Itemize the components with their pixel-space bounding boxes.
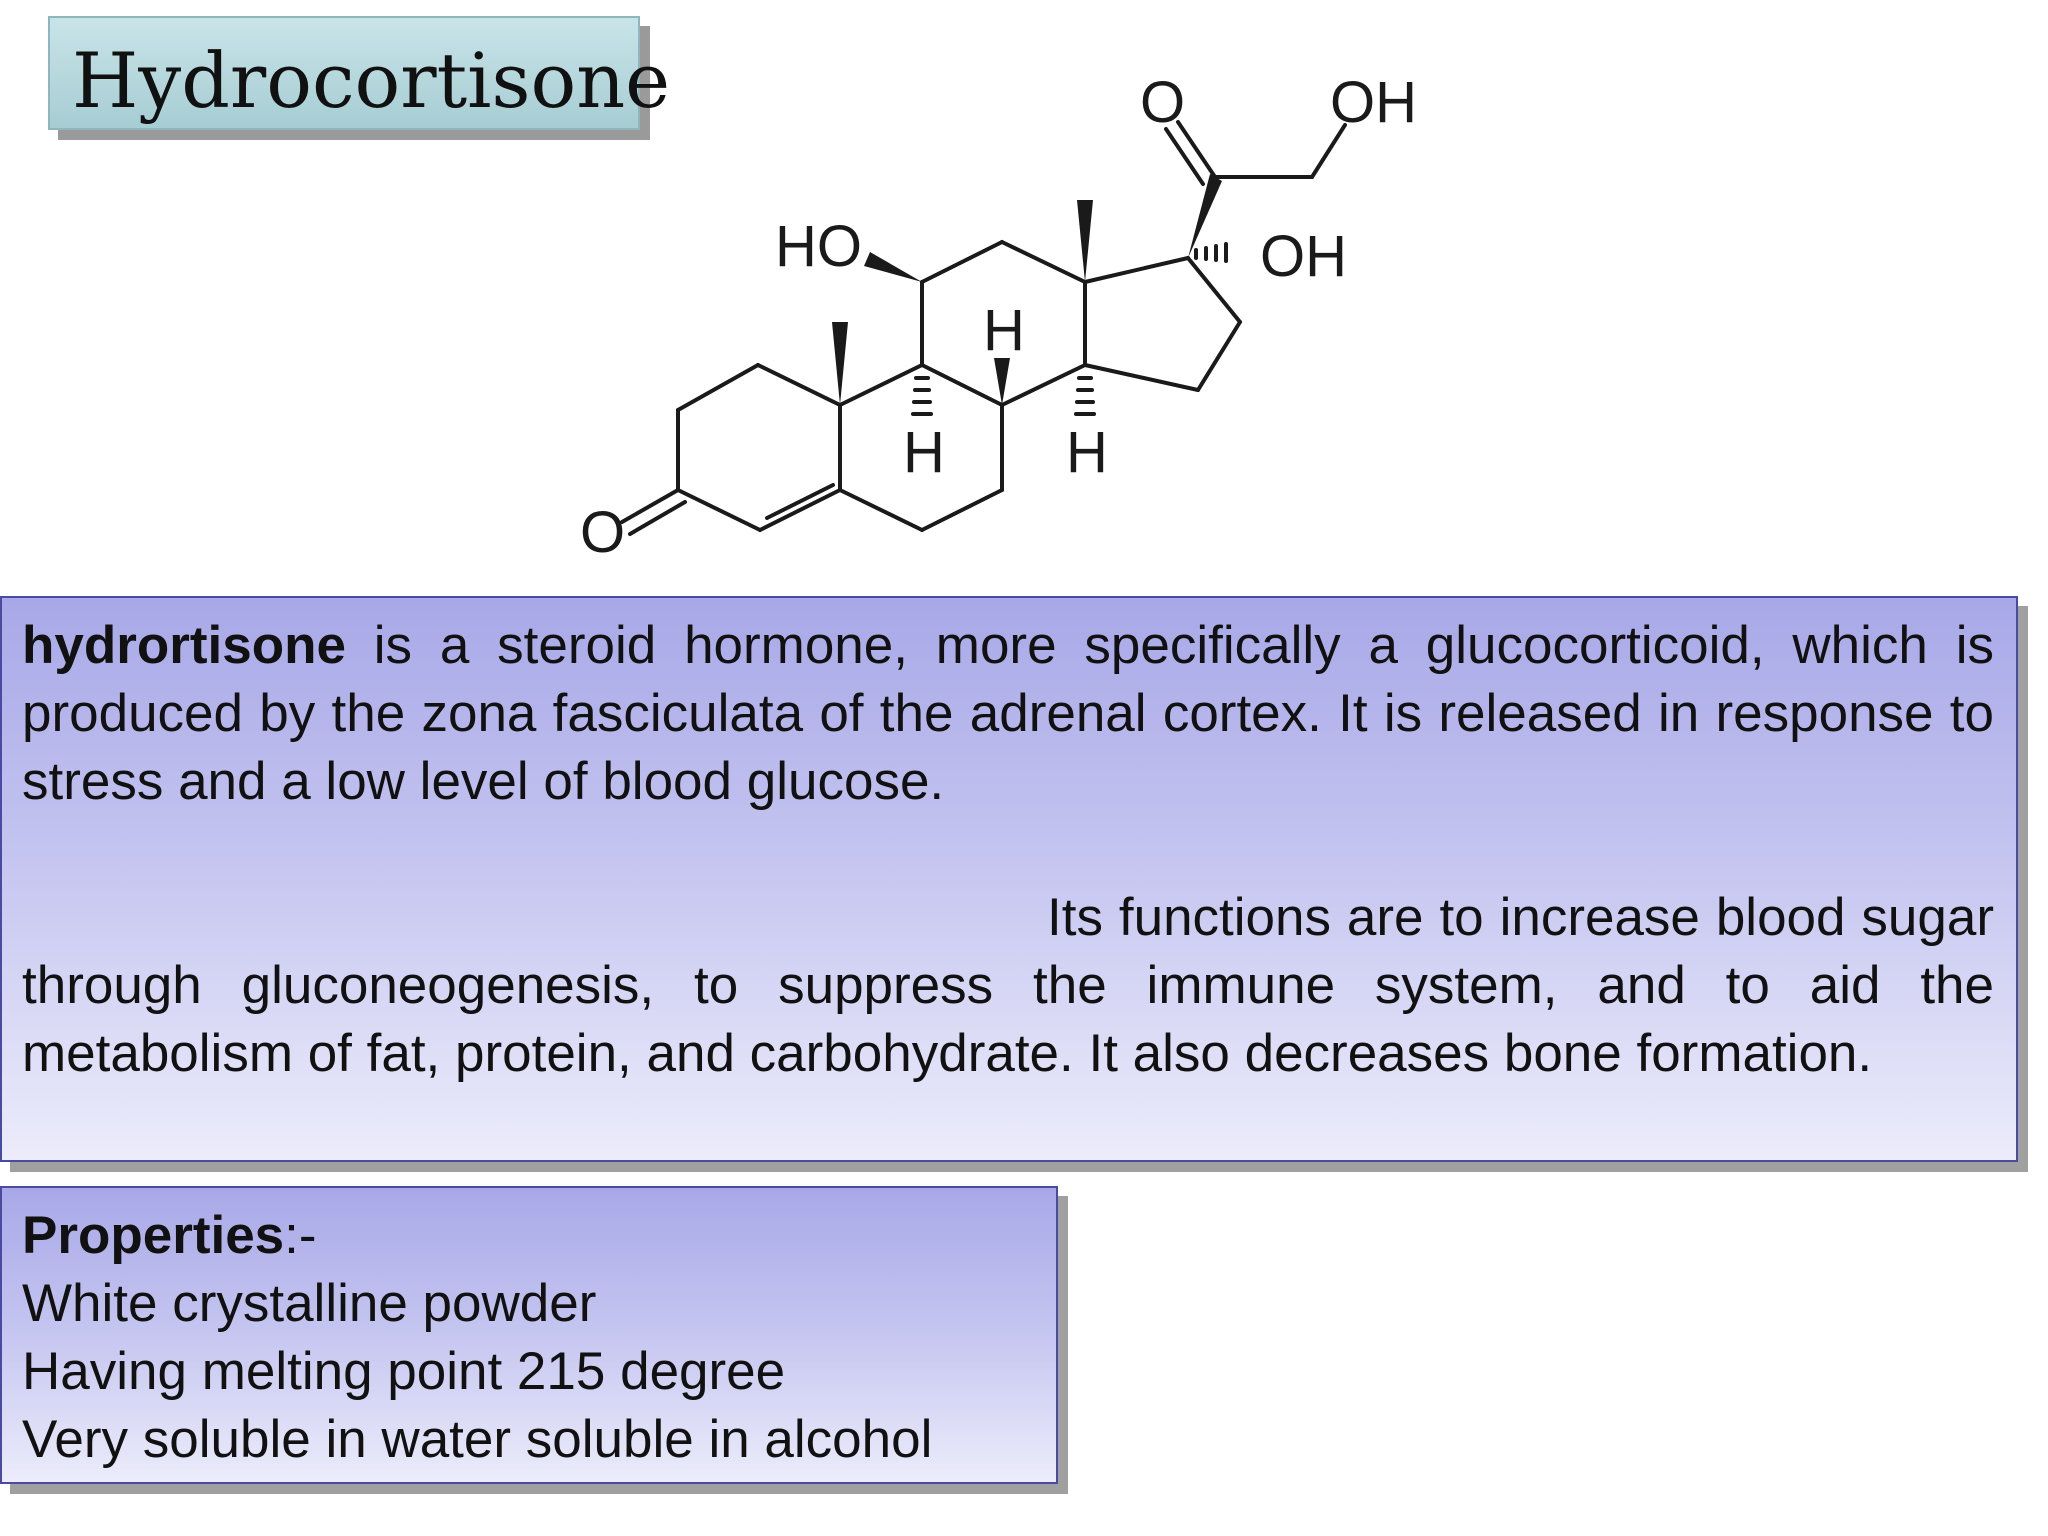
property-item: White crystalline powder (22, 1274, 597, 1333)
bond (1186, 256, 1242, 324)
atom-label: HO (775, 214, 862, 279)
property-item: Very soluble in water soluble in alcohol (22, 1410, 933, 1469)
double-bond (765, 483, 835, 520)
bond (676, 488, 762, 532)
bond (838, 488, 924, 532)
wedge-bond (832, 322, 848, 405)
bond (1196, 320, 1242, 392)
paragraph-text: is a steroid hormone, more specifically … (22, 616, 1994, 811)
atom-label: OH (1260, 224, 1347, 289)
description-paragraph-1: hydrortisone is a steroid hormone, more … (22, 612, 1994, 816)
atom-label: O (1140, 70, 1185, 135)
description-box: hydrortisone is a steroid hormone, more … (0, 596, 2018, 1162)
properties-heading-label: Properties (22, 1206, 285, 1265)
description-paragraph-2: Its functions are to increase blood suga… (22, 888, 1994, 1083)
double-bond (1164, 127, 1205, 186)
bond (1083, 256, 1190, 284)
bond (620, 488, 680, 524)
double-bond (628, 500, 687, 536)
bond (758, 488, 842, 532)
title-box: Hydrocortisone (48, 16, 670, 130)
bond (1176, 120, 1217, 179)
atom-label: H (983, 298, 1025, 363)
wedge-bond (994, 358, 1010, 405)
properties-heading-suffix: :- (284, 1206, 317, 1265)
bond (1310, 123, 1347, 179)
bond (920, 240, 1004, 284)
property-item: Having melting point 215 degree (22, 1342, 786, 1401)
bond (1000, 363, 1087, 407)
page-title: Hydrocortisone (72, 36, 671, 125)
bold-term: hydrortisone (22, 616, 346, 675)
bond (838, 363, 924, 407)
bond (1000, 240, 1087, 284)
properties-box: Properties:- White crystalline powder Ha… (0, 1186, 1058, 1484)
bond (676, 363, 760, 412)
atom-label: O (580, 500, 625, 565)
atom-label: OH (1330, 70, 1417, 135)
bond (920, 363, 1004, 407)
wedge-bond (864, 252, 922, 282)
bond (1083, 363, 1200, 392)
structure-diagram: O O OH HO OH H H H (580, 70, 1417, 565)
atom-label: H (903, 420, 945, 485)
bond (920, 488, 1004, 532)
wedge-bond (1188, 174, 1222, 258)
hydrocortisone-structure: O O OH HO OH H H H (550, 60, 1470, 580)
bond (756, 363, 842, 407)
wedge-bond (1077, 200, 1093, 282)
atom-label: H (1066, 420, 1108, 485)
properties-heading: Properties:- (22, 1202, 317, 1270)
